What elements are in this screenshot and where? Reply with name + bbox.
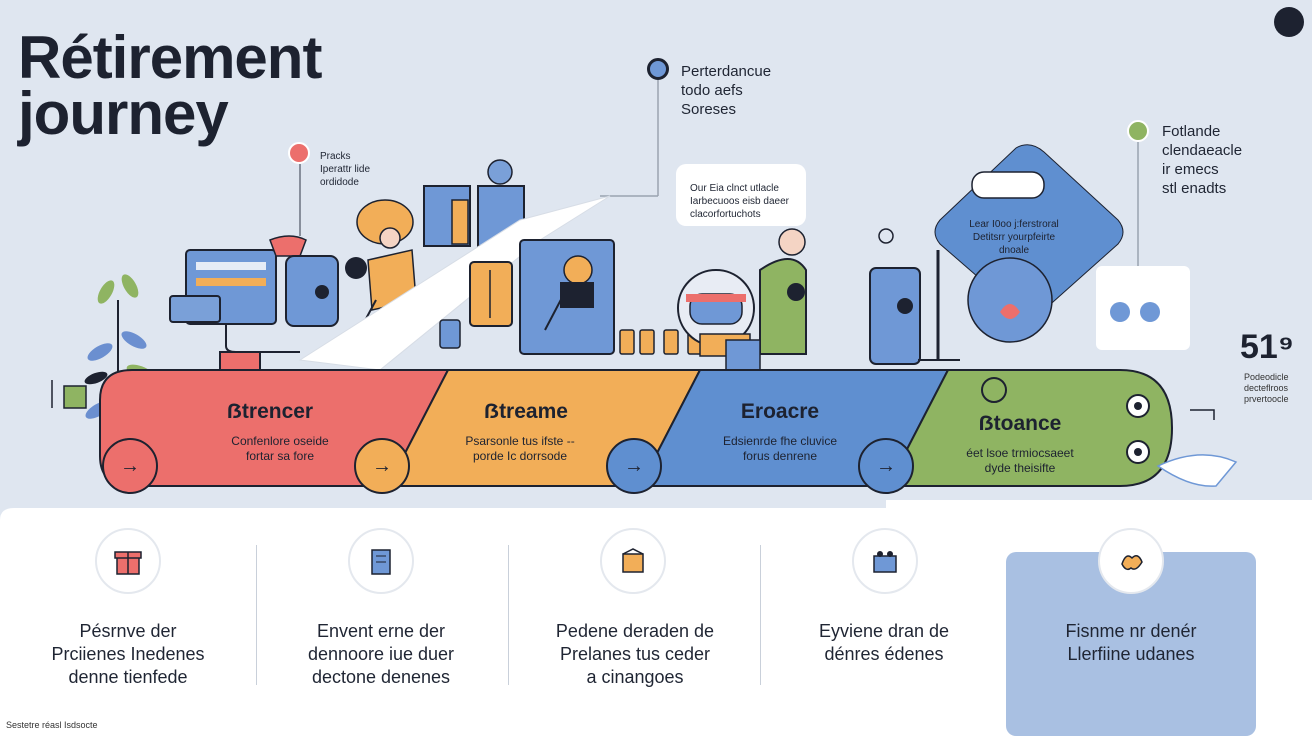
stat-caption-line: Podeodicle: [1244, 372, 1289, 382]
document-icon: [348, 528, 414, 594]
callout-mid: Our Eia clnct utlacle Iarbecuoos eisb da…: [676, 164, 806, 226]
callout-line: stl enadts: [1162, 180, 1227, 197]
card-line: Fisnme nr denér: [1065, 621, 1197, 641]
stage-1-description: Confenlore oseide fortar sa fore: [170, 434, 390, 464]
hands-icon: [1098, 528, 1164, 594]
stage-line: fortar sa fore: [245, 449, 315, 463]
stage-line: éet lsoe trmiocsaeet: [966, 446, 1074, 460]
tools-icon: [852, 528, 918, 594]
callout-line: Lear I0oo j:ferstroral: [969, 219, 1059, 230]
card-divider: [256, 545, 257, 685]
card-line: Envent erne der: [316, 621, 446, 641]
card-3: Pedene deraden de Prelanes tus ceder a c…: [515, 620, 755, 689]
card-line: denne tienfede: [68, 667, 188, 687]
callout-line: dnoale: [998, 245, 1030, 256]
callout-line: Iperattr lide: [320, 164, 371, 175]
stage-4-arrow-icon[interactable]: →: [858, 438, 914, 494]
card-line: dennoore iue duer: [307, 644, 455, 664]
stage-line: dyde theisifte: [984, 461, 1056, 475]
stage-2-description: Psarsonle tus ifste -- porde Ic dorrsode: [410, 434, 630, 464]
card-line: Prelanes tus ceder: [559, 644, 711, 664]
card-line: Pésrnve der: [79, 621, 177, 641]
callout-dot-top-center: [647, 58, 669, 80]
stage-line: Psarsonle tus ifste --: [465, 434, 575, 448]
stage-line: porde Ic dorrsode: [472, 449, 568, 463]
callout-dot-top-right: [1127, 120, 1149, 142]
stat-caption: Podeodicle decteflroos prvertoocle: [1244, 372, 1289, 405]
callout-line: ir emecs: [1162, 161, 1219, 178]
stage-2-label: ẞtreame: [484, 400, 568, 423]
title-line-2: journey: [18, 80, 229, 147]
card-line: Llerfiine udanes: [1067, 644, 1195, 664]
card-line: dectone denenes: [311, 667, 451, 687]
stage-4-label: ẞtoance: [978, 412, 1062, 435]
stat-caption-line: prvertoocle: [1244, 394, 1289, 404]
callout-line: Detitsrr yourpfeirte: [972, 232, 1056, 243]
gift-icon: [95, 528, 161, 594]
stage-line: forus denrene: [742, 449, 818, 463]
callout-line: todo aefs: [681, 82, 743, 99]
stage-1-label: ẞtrencer: [226, 400, 314, 423]
card-line: dénres édenes: [824, 644, 944, 664]
card-5: Fisnme nr denér Llerfiine udanes: [1011, 620, 1251, 666]
card-divider: [508, 545, 509, 685]
card-1: Pésrnve der Prciienes Inedenes denne tie…: [8, 620, 248, 689]
stat-caption-line: decteflroos: [1244, 383, 1289, 393]
callout-line: clacorfortuchots: [690, 209, 761, 220]
footer-note: Sestetre réasl Isdsocte: [6, 720, 98, 730]
stage-line: Confenlore oseide: [231, 434, 329, 448]
stage-3-label: Eroacre: [740, 400, 820, 423]
stage-4-description: éet lsoe trmiocsaeet dyde theisifte: [910, 446, 1130, 476]
card-line: Prciienes Inedenes: [51, 644, 205, 664]
stage-2-arrow-icon[interactable]: →: [354, 438, 410, 494]
card-2: Envent erne der dennoore iue duer decton…: [261, 620, 501, 689]
page-title: Rétirement journey: [18, 24, 322, 147]
callout-line: ordidode: [320, 177, 359, 188]
title-line-1: Rétirement: [18, 24, 322, 91]
card-line: a cinangoes: [586, 667, 684, 687]
stage-3-description: Edsienrde fhe cluvice forus denrene: [670, 434, 890, 464]
callout-line: Perterdancue: [681, 63, 772, 80]
box-icon: [600, 528, 666, 594]
corner-logo-icon: [1274, 7, 1304, 37]
callout-line: Pracks: [320, 151, 351, 162]
callout-line: Fotlande: [1162, 123, 1221, 140]
stage-3-arrow-icon[interactable]: →: [606, 438, 662, 494]
callout-line: Iarbecuoos eisb daeer: [690, 196, 789, 207]
stage-line: Edsienrde fhe cluvice: [722, 434, 838, 448]
callout-line: clendaeacle: [1162, 142, 1243, 159]
stat-value: 51⁹: [1240, 328, 1294, 366]
stage-1-arrow-icon[interactable]: →: [102, 438, 158, 494]
callout-top-center: Perterdancue todo aefs Soreses: [681, 62, 771, 119]
callout-left: Pracks Iperattr lide ordidode: [320, 150, 370, 189]
callout-top-right: Fotlande clendaeacle ir emecs stl enadts: [1162, 122, 1242, 198]
callout-dot-left: [288, 142, 310, 164]
card-4: Eyviene dran de dénres édenes: [764, 620, 1004, 666]
card-line: Eyviene dran de: [818, 621, 950, 641]
callout-line: Our Eia clnct utlacle: [690, 183, 779, 194]
card-line: Pedene deraden de: [555, 621, 715, 641]
card-divider: [760, 545, 761, 685]
callout-line: Soreses: [681, 101, 737, 118]
callout-blue-diamond: Lear I0oo j:ferstroral Detitsrr yourpfei…: [944, 218, 1084, 257]
